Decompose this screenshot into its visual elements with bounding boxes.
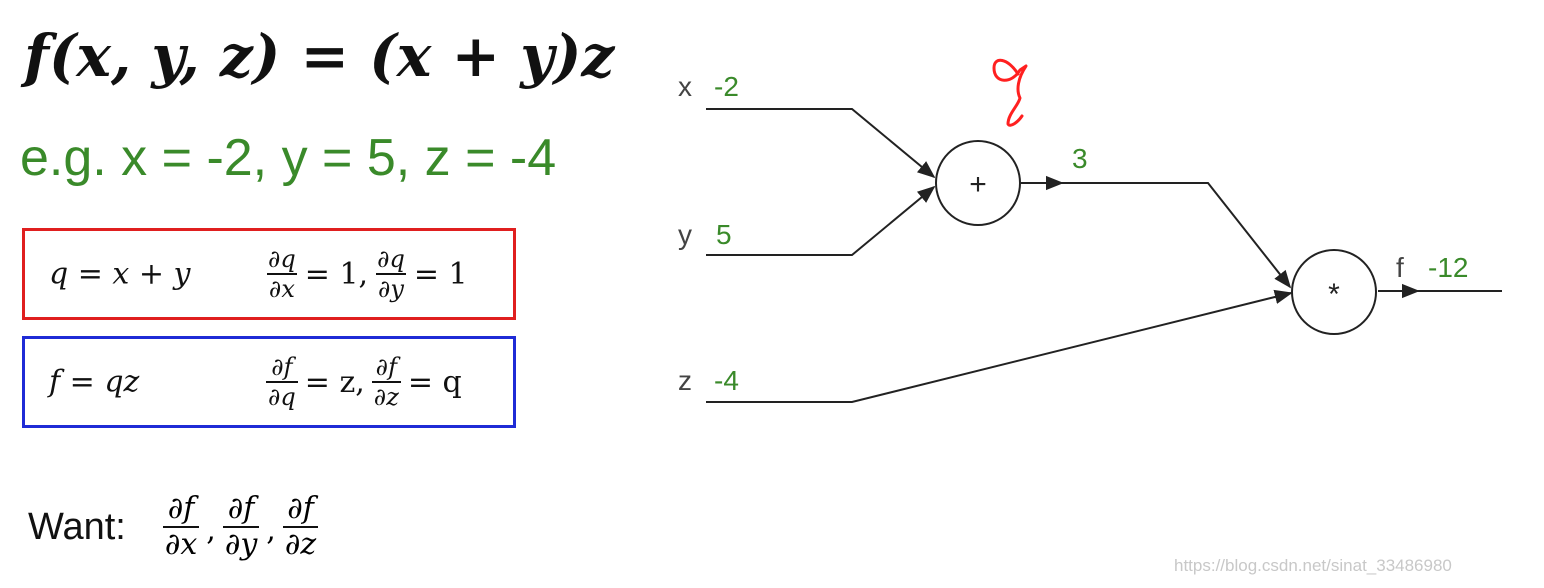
x-value: -2 (714, 71, 739, 102)
fraction-denominator: ∂q (266, 381, 298, 411)
want-label: Want: (28, 505, 126, 548)
df-dz-value: = q (407, 364, 462, 400)
df-dq-fraction: ∂f ∂q (266, 355, 298, 409)
fraction-numerator: ∂q (268, 245, 296, 273)
x-wire (706, 108, 936, 179)
f-equation: f = qz (49, 364, 140, 400)
df-dy-fraction: ∂f ∂y (222, 491, 260, 562)
z-wire (706, 289, 1293, 403)
q-wire (1062, 182, 1292, 289)
fraction-denominator: ∂x (162, 526, 200, 562)
example-values: e.g. x = -2, y = 5, z = -4 (20, 129, 557, 187)
dq-dx-fraction: ∂q ∂x (266, 247, 298, 301)
q-partials: ∂q ∂x = 1, ∂q ∂y = 1 (263, 247, 468, 301)
fraction-numerator: ∂f (375, 353, 397, 381)
separator: , (266, 513, 276, 548)
y-label: y (678, 219, 692, 250)
want-row: Want: ∂f ∂x , ∂f ∂y , ∂f ∂z (28, 494, 321, 560)
f-value: -12 (1428, 252, 1468, 283)
add-node (935, 140, 1021, 226)
fraction-denominator: ∂y (375, 273, 406, 303)
fraction-numerator: ∂f (227, 491, 255, 526)
fraction-numerator: ∂f (167, 491, 195, 526)
handwritten-q-annotation (992, 58, 1028, 127)
z-label: z (678, 365, 692, 396)
watermark: https://blog.csdn.net/sinat_33486980 (1174, 556, 1452, 575)
f-partials: ∂f ∂q = z, ∂f ∂z = q (263, 355, 462, 409)
add-node-symbol: + (969, 168, 987, 201)
fraction-numerator: ∂q (377, 245, 405, 273)
fraction-denominator: ∂z (282, 526, 319, 562)
separator: , (206, 513, 216, 548)
df-dz-fraction: ∂f ∂z (282, 491, 319, 562)
dq-dx-value: = 1, (304, 256, 369, 292)
dq-dy-fraction: ∂q ∂y (375, 247, 407, 301)
y-wire (706, 185, 936, 256)
multiply-node (1291, 249, 1377, 335)
add-output-value: 3 (1072, 143, 1088, 174)
function-title: f(x, y, z) = (x + y)z (24, 22, 615, 90)
df-dz-fraction: ∂f ∂z (371, 353, 401, 411)
fraction-denominator: ∂y (222, 526, 260, 562)
multiply-node-symbol: * (1328, 278, 1340, 311)
fraction-denominator: ∂x (266, 273, 297, 303)
fraction-denominator: ∂z (371, 381, 401, 411)
df-dx-fraction: ∂f ∂x (162, 491, 200, 562)
q-derivative-box: q = x + y ∂q ∂x = 1, ∂q ∂y = 1 (22, 228, 516, 320)
f-label: f (1396, 252, 1404, 283)
q-equation: q = x + y (49, 256, 191, 292)
x-label: x (678, 71, 692, 102)
f-derivative-box: f = qz ∂f ∂q = z, ∂f ∂z = q (22, 336, 516, 428)
df-dq-value: = z, (304, 364, 365, 400)
fraction-numerator: ∂f (271, 353, 293, 381)
fraction-numerator: ∂f (287, 491, 314, 526)
y-value: 5 (716, 219, 732, 250)
dq-dy-value: = 1 (413, 256, 468, 292)
z-value: -4 (714, 365, 739, 396)
